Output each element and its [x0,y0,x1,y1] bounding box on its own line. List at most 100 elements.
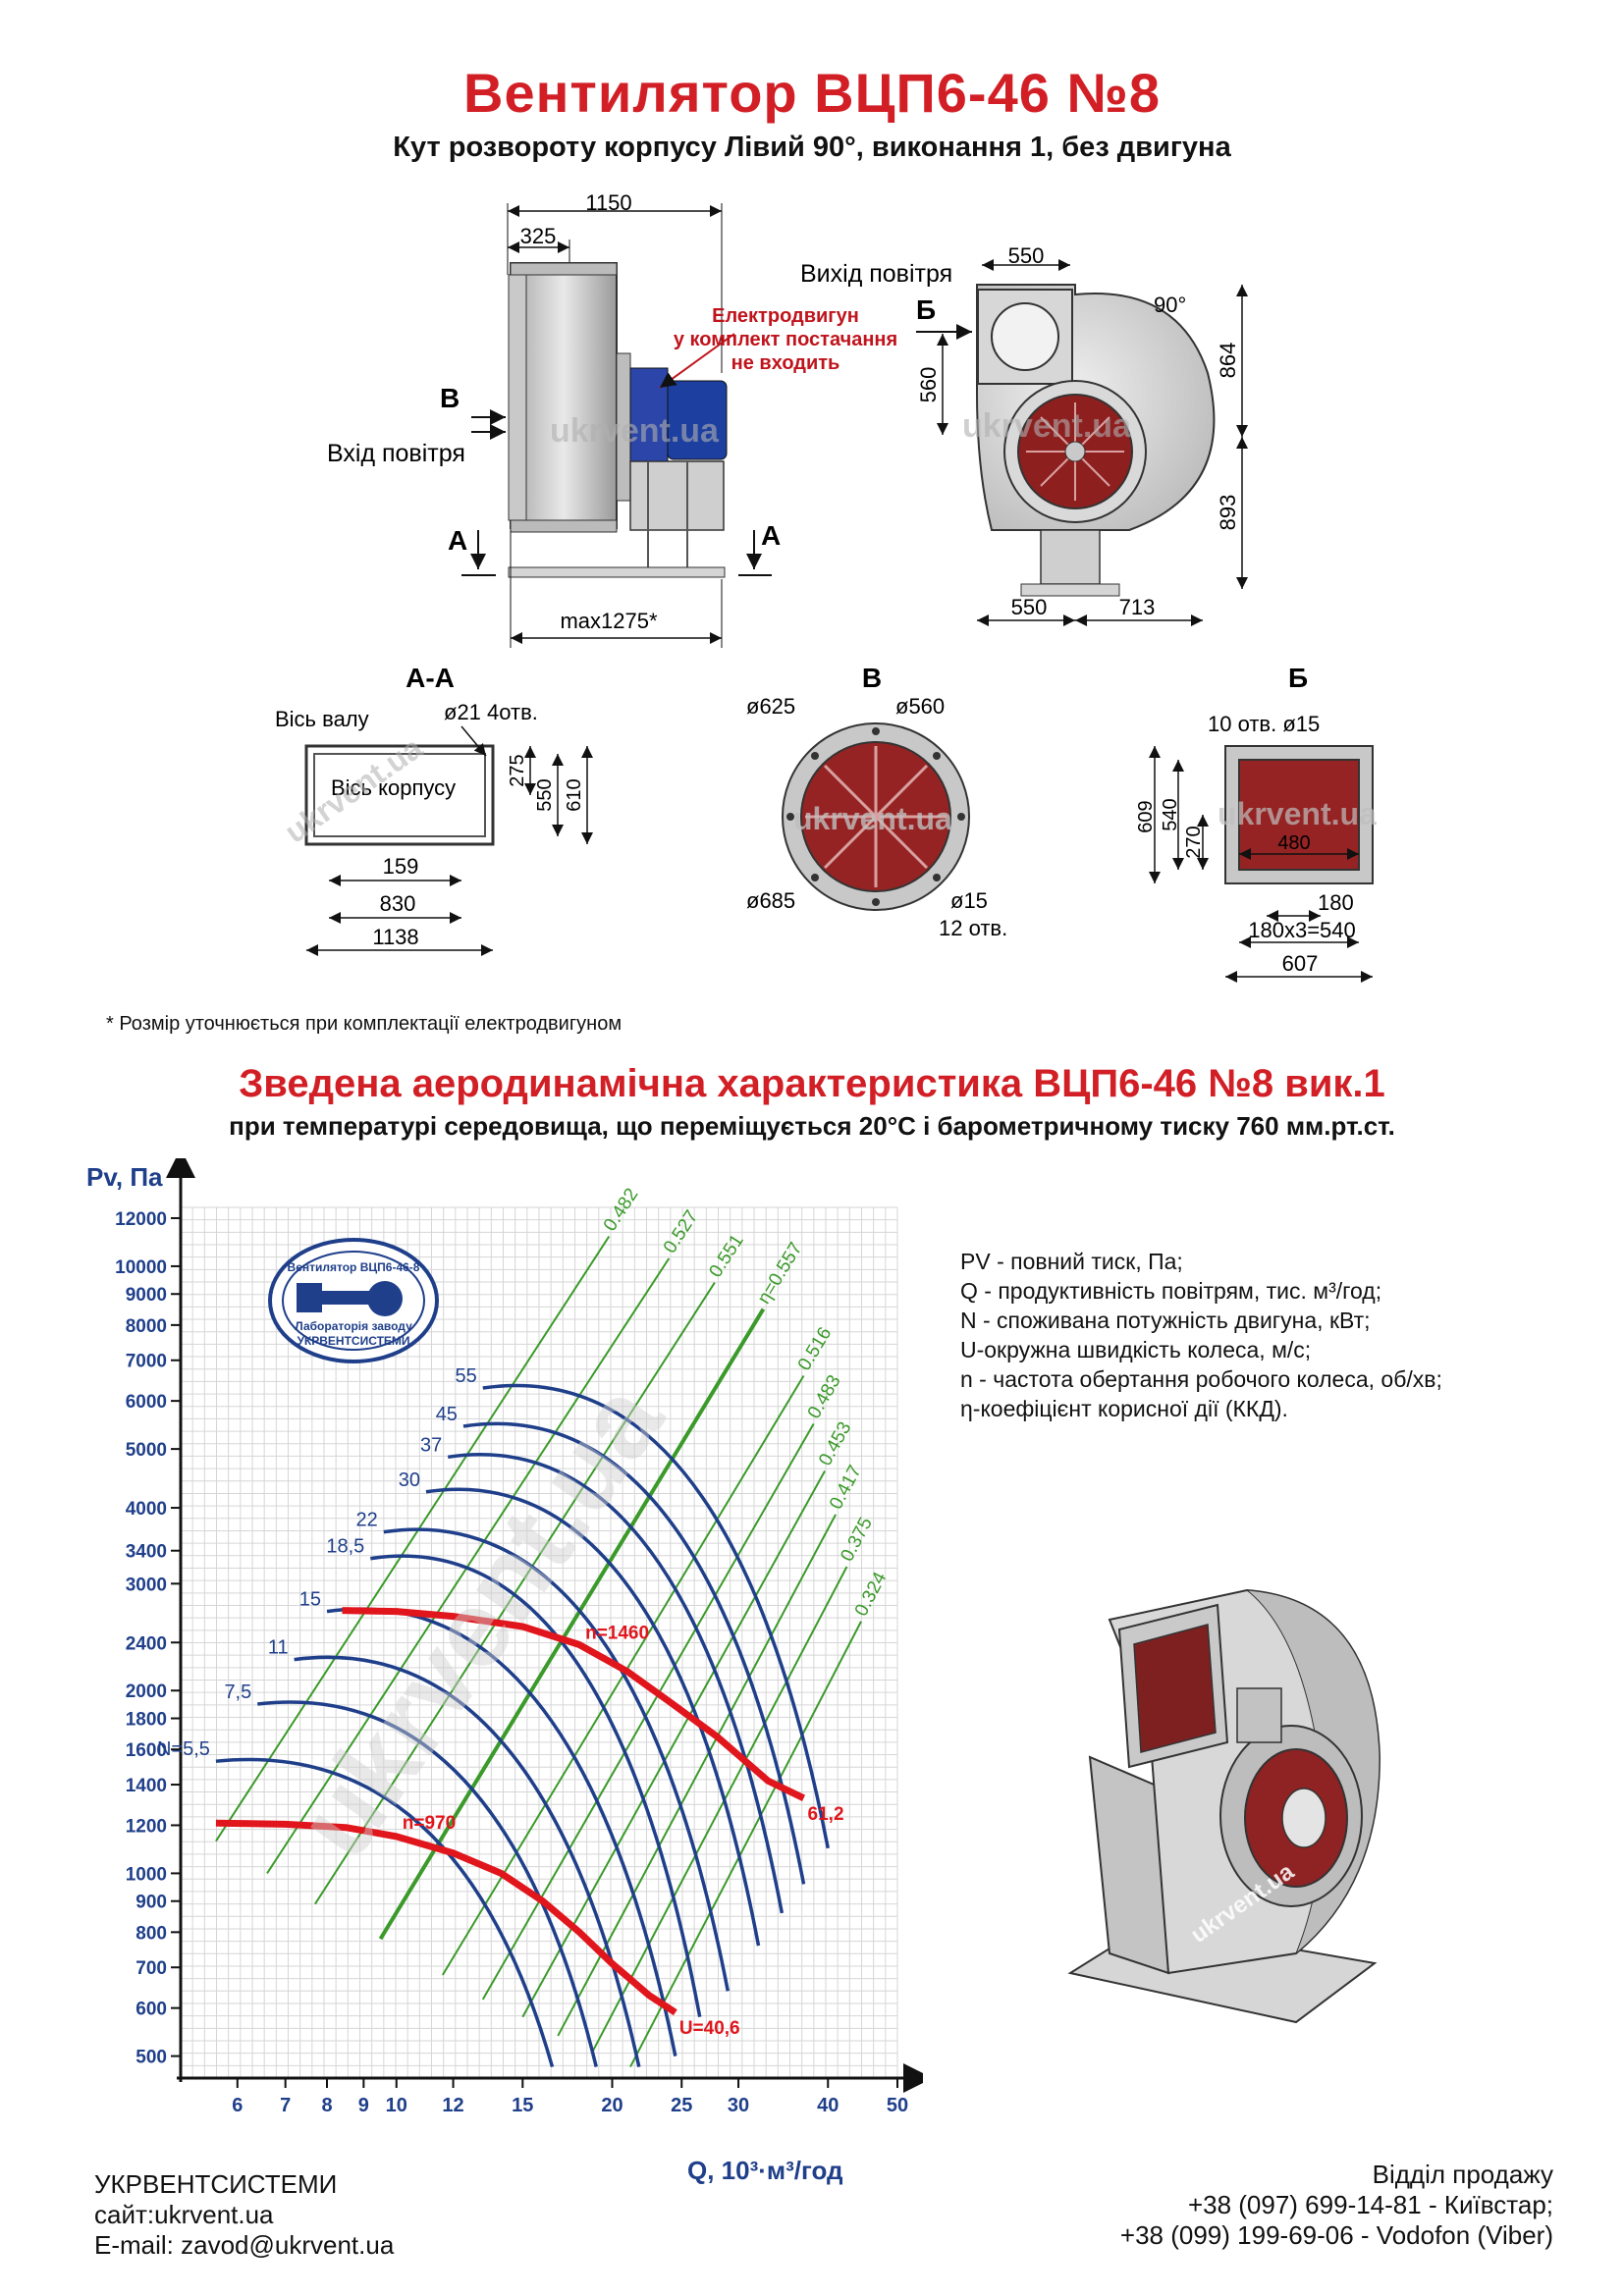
lab-stamp: Вентилятор ВЦП6-46-8 Лабораторія заводу … [268,1238,439,1363]
sales-title: Відділ продажу [1372,2160,1553,2189]
x-tick-label: 6 [232,2095,243,2116]
shaft-axis-label: Вісь валу [275,707,369,731]
watermark-side: ukrvent.ua [550,412,720,450]
y-tick-label: 6000 [126,1392,167,1413]
y-tick-label: 1000 [126,1864,167,1885]
view-letter-b: Б [916,294,936,325]
chart-section-subtitle: при температурі середовища, що переміщує… [229,1111,1395,1141]
power-curve-label: 15 [299,1589,321,1611]
sales-phone-2[interactable]: +38 (099) 199-69-06 - Vodofon (Viber) [1119,2220,1553,2250]
chart-axes [166,1158,923,2093]
efficiency-line [378,1308,766,1941]
stamp-top-text: Вентилятор ВЦП6-46-8 [288,1260,420,1274]
dim-275: 275 [507,754,528,786]
legend-item-q: Q - продуктивність повітрям, тис. м³/год… [960,1278,1382,1304]
dim-90deg: 90° [1154,293,1186,317]
efficiency-line [215,1235,611,1842]
y-tick-label: 800 [135,1923,167,1944]
power-curve-label: 18,5 [326,1536,364,1558]
dim-159: 159 [383,854,419,879]
efficiency-line [592,1566,848,2052]
power-curve-label: 11 [268,1637,289,1659]
efficiency-line [481,1423,815,2001]
body-axis-label: Вісь корпусу [331,775,456,800]
dim-d625: ø625 [746,694,795,719]
fan-3d-illustration: ukrvent.ua [1067,1588,1381,2024]
dim-550-top: 550 [1008,243,1045,268]
efficiency-label: 0.483 [804,1371,845,1422]
dim-270: 270 [1183,826,1205,858]
y-tick-label: 1600 [126,1740,167,1761]
power-curve-label: 22 [356,1510,378,1531]
company-site[interactable]: сайт:ukrvent.ua [94,2200,274,2229]
dim-560: 560 [916,367,941,403]
section-letter-a-right: A [761,520,781,551]
watermark-b: ukrvent.ua [1218,796,1377,831]
power-curve-label: 7,5 [224,1682,251,1703]
dim-480: 480 [1277,832,1310,854]
stamp-bottom-text-2: УКРВЕНТСИСТЕМИ [297,1334,409,1348]
legend-item-n: N - споживана потужність двигуна, кВт; [960,1308,1371,1333]
dim-1138: 1138 [372,925,418,949]
dim-610: 610 [564,778,585,811]
dim-d685: ø685 [746,888,795,913]
speed-curve [215,1819,677,2016]
efficiency-label: 0.482 [600,1185,643,1235]
stamp-bottom-text-1: Лабораторія заводу [295,1319,412,1333]
power-curve [462,1421,806,1885]
dim-d15: ø15 [950,888,988,913]
y-tick-label: 7000 [126,1352,167,1372]
chart-section-title: Зведена аеродинамічна характеристика ВЦП… [239,1062,1385,1105]
section-letter-a-left: A [448,525,467,556]
y-tick-label: 9000 [126,1285,167,1306]
footer-sales: Відділ продажу +38 (097) 699-14-81 - Киї… [1120,2160,1553,2251]
holes-count-v: 12 отв. [939,916,1007,940]
efficiency-line [266,1257,671,1874]
section-v-title: В [862,663,882,693]
power-curve-label: 55 [456,1365,477,1387]
x-tick-label: 30 [728,2095,749,2116]
efficiency-line [557,1514,837,2037]
x-tick-label: 20 [601,2095,623,2116]
y-tick-label: 500 [135,2048,167,2068]
symbol-legend: PV - повний тиск, Па; Q - продуктивність… [960,1247,1442,1423]
section-aa-title: А-А [406,663,455,693]
y-tick-label: 700 [135,1958,167,1979]
y-tick-label: 3000 [126,1575,167,1595]
efficiency-line [629,1621,862,2068]
page-title: Вентилятор ВЦП6-46 №8 [463,62,1161,124]
y-tick-label: 12000 [115,1209,167,1230]
sales-phone-1[interactable]: +38 (097) 699-14-81 - Київстар; [1187,2190,1553,2219]
y-tick-label: 2400 [126,1633,167,1654]
dim-550-bottom: 550 [1011,595,1048,619]
company-email[interactable]: E-mail: zavod@ukrvent.ua [94,2230,395,2260]
efficiency-lines [215,1235,862,2068]
footnote: * Розмір уточнюється при комплектації ел… [106,1013,623,1035]
power-curve [257,1700,598,2067]
outlet-label: Вихід повітря [800,260,952,288]
dim-893: 893 [1216,495,1240,531]
dim-607: 607 [1282,951,1319,976]
dim-180x3: 180x3=540 [1248,918,1356,942]
y-tick-label: 1400 [126,1776,167,1796]
dim-713: 713 [1119,595,1156,619]
power-curve [482,1383,830,1849]
company-name: УКРВЕНТСИСТЕМИ [94,2169,338,2199]
speed-curve-end-label: 61,2 [808,1804,844,1825]
legend-item-eta: η-коефіцієнт корисної дії (ККД). [960,1396,1288,1421]
efficiency-label: 0.375 [837,1514,877,1565]
motor-note-2: у комплект постачання [674,329,897,350]
legend-item-rpm: n - частота обертання робочого колеса, о… [960,1366,1442,1392]
side-view: 1150 325 max1275* В Вхід повітря A A Еле… [327,190,897,648]
dim-1150: 1150 [585,190,631,215]
efficiency-label: η=0.557 [754,1239,807,1308]
x-tick-label: 25 [671,2095,692,2116]
motor-note-3: не входить [731,352,840,374]
footer-contacts: УКРВЕНТСИСТЕМИ сайт:ukrvent.ua E-mail: z… [94,2169,394,2261]
holes-label-b: 10 отв. ø15 [1208,712,1320,736]
x-tick-label: 12 [442,2095,463,2116]
section-aa: А-А Вісь валу ø21 4отв. Вісь корпусу 275… [275,663,593,956]
power-curve-label: 37 [420,1434,442,1456]
y-tick-labels: 5006007008009001000120014001600180020002… [115,1209,181,2068]
